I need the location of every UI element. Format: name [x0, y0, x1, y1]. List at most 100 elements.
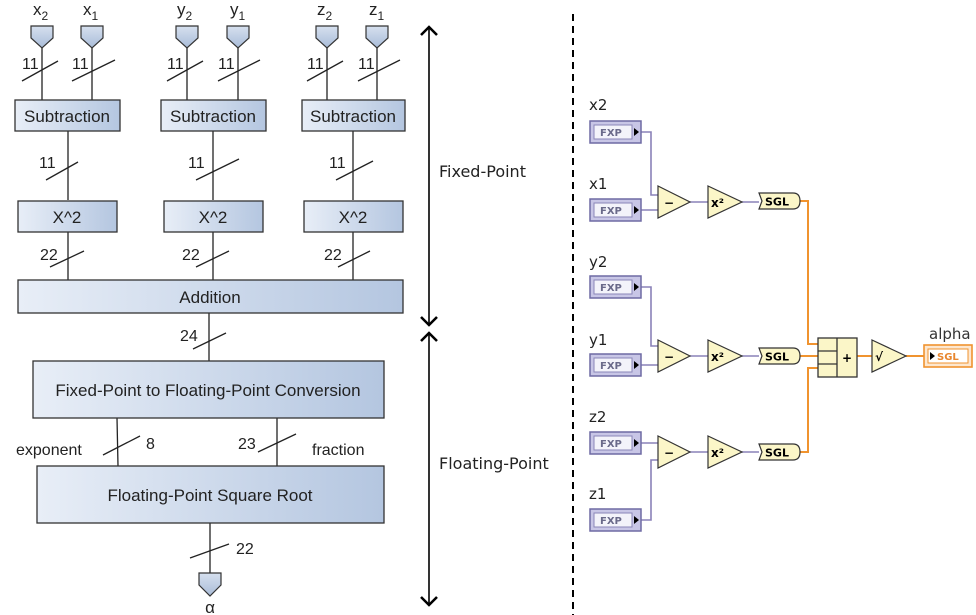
indicator-label-alpha: alpha: [929, 325, 971, 343]
input-pin-x2: [30, 25, 54, 49]
square-root-node[interactable]: √: [871, 339, 908, 373]
fxp-control-z2[interactable]: FXP: [589, 431, 642, 455]
width-label: 11: [218, 56, 235, 73]
fxp-type-label: FXP: [600, 516, 622, 527]
square-symbol: x²: [711, 350, 724, 364]
input-pin-z2: [315, 25, 339, 49]
control-label-x2: x2: [589, 96, 607, 114]
square-root-block: [36, 465, 385, 524]
square-label: X^2: [199, 208, 228, 227]
input-pin-y2: [175, 25, 199, 49]
fxp-control-y1[interactable]: FXP: [589, 353, 642, 377]
width-label: 11: [329, 155, 346, 172]
bus-width-slashes: [21, 59, 401, 559]
fxp-type-label: FXP: [600, 283, 622, 294]
exponent-label: exponent: [16, 442, 82, 459]
addition-block: [17, 279, 404, 314]
minus-symbol: −: [664, 446, 674, 460]
square-block-x: [17, 200, 118, 233]
input-pin-z1: [365, 25, 389, 49]
width-label: 11: [167, 56, 184, 73]
fxp-type-label: FXP: [600, 128, 622, 139]
conversion-label: Fixed-Point to Floating-Point Conversion: [55, 381, 360, 400]
input-label-z2: z2: [317, 0, 333, 23]
compound-add-node[interactable]: +: [817, 337, 858, 378]
sgl-label: SGL: [765, 351, 789, 364]
input-pin-y1: [226, 25, 250, 49]
control-label-y1: y1: [589, 331, 607, 349]
fxp-type-label: FXP: [600, 439, 622, 450]
square-node-y[interactable]: [707, 339, 744, 373]
input-label-z1: z1: [369, 0, 385, 23]
to-sgl-node-y[interactable]: SGL: [758, 347, 801, 365]
square-block-z: [303, 200, 404, 233]
width-label: 11: [39, 155, 56, 172]
input-label-y2: y2: [177, 0, 193, 23]
fxp-control-x2[interactable]: FXP: [589, 120, 642, 144]
to-sgl-node-z[interactable]: SGL: [758, 443, 801, 461]
sgl-label: SGL: [765, 196, 789, 209]
width-label: 22: [182, 247, 200, 264]
fixed-point-label: Fixed-Point: [439, 162, 526, 181]
square-label: X^2: [53, 208, 82, 227]
sgl-indicator-alpha[interactable]: SGL: [923, 344, 973, 368]
fxp-control-y2[interactable]: FXP: [589, 275, 642, 299]
width-label: 11: [358, 56, 375, 73]
output-label-alpha: α: [205, 598, 215, 615]
control-label-z1: z1: [589, 485, 606, 503]
sgl-wires: [799, 200, 924, 453]
subtraction-label: Subtraction: [170, 107, 256, 126]
floating-point-label: Floating-Point: [439, 454, 549, 473]
square-node-x[interactable]: [707, 185, 744, 219]
subtract-node-y[interactable]: [657, 339, 692, 373]
minus-symbol: −: [664, 350, 674, 364]
width-label: 11: [188, 155, 205, 172]
input-label-y1: y1: [230, 0, 246, 23]
control-label-y2: y2: [589, 253, 607, 271]
fraction-label: fraction: [312, 442, 364, 459]
subtraction-block-y: [160, 99, 267, 132]
sgl-label: SGL: [765, 447, 789, 460]
square-symbol: x²: [711, 196, 724, 210]
subtraction-label: Subtraction: [310, 107, 396, 126]
input-pin-x1: [80, 25, 104, 49]
width-label: 11: [72, 56, 89, 73]
labview-diagram: x2 x1 y2 y1 z2 z1 FXP FXP FXP FXP: [589, 96, 973, 532]
square-root-label: Floating-Point Square Root: [107, 486, 312, 505]
addition-label: Addition: [179, 288, 240, 307]
subtract-node-x[interactable]: [657, 185, 692, 219]
width-label-output: 22: [236, 541, 254, 558]
subtract-node-z[interactable]: [657, 435, 692, 469]
subtraction-block-x: [14, 99, 121, 132]
width-label: 11: [22, 56, 39, 73]
minus-symbol: −: [664, 196, 674, 210]
fxp-control-z1[interactable]: FXP: [589, 508, 642, 532]
square-node-z[interactable]: [707, 435, 744, 469]
conversion-block: [32, 360, 385, 419]
control-label-z2: z2: [589, 408, 606, 426]
hardware-diagram: x2 x1 y2 y1 z2 z1: [14, 0, 406, 615]
width-label-fraction: 23: [238, 436, 256, 453]
subtraction-block-z: [301, 99, 406, 132]
to-sgl-node-x[interactable]: SGL: [758, 192, 801, 210]
fxp-type-label: FXP: [600, 361, 622, 372]
width-label-exponent: 8: [146, 436, 155, 453]
fxp-type-label: FXP: [600, 206, 622, 217]
width-label: 24: [180, 328, 198, 345]
output-pin-alpha: [198, 572, 222, 597]
bus-wires: [41, 48, 378, 573]
section-arrows: Fixed-Point Floating-Point: [420, 25, 549, 607]
control-label-x1: x1: [589, 175, 607, 193]
sqrt-symbol: √: [875, 350, 884, 364]
width-label: 22: [40, 247, 58, 264]
subtraction-label: Subtraction: [24, 107, 110, 126]
sgl-type-label: SGL: [937, 352, 959, 363]
plus-symbol: +: [842, 351, 852, 365]
input-label-x1: x1: [83, 0, 99, 23]
square-block-y: [163, 200, 264, 233]
fxp-control-x1[interactable]: FXP: [589, 198, 642, 222]
square-label: X^2: [339, 208, 368, 227]
width-label: 22: [324, 247, 342, 264]
square-symbol: x²: [711, 446, 724, 460]
